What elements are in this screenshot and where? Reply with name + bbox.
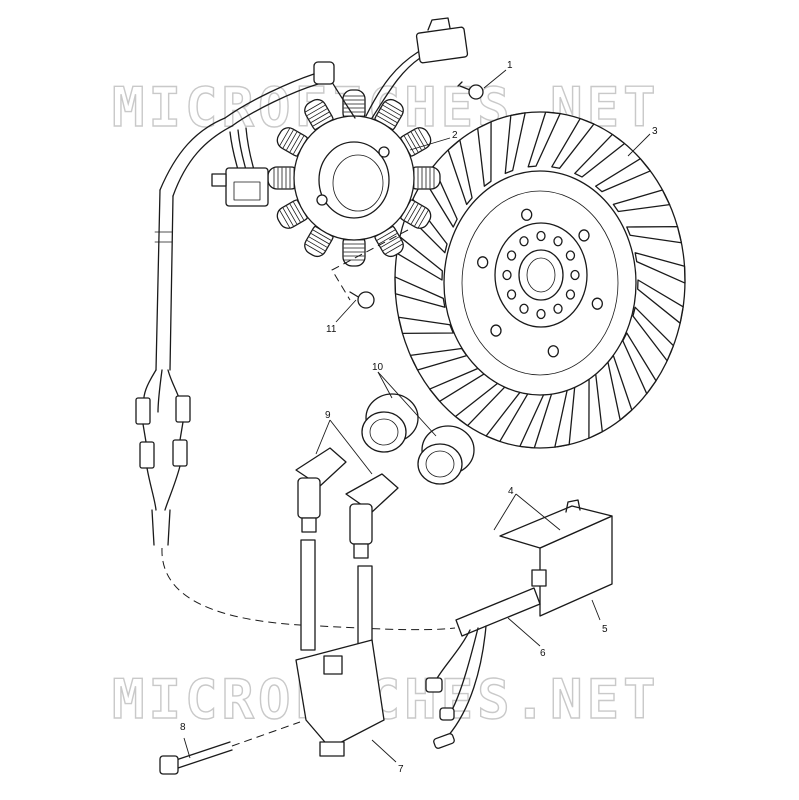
callout-9: 9 (325, 410, 331, 421)
callout-6: 6 (540, 648, 546, 659)
callout-8: 8 (180, 722, 186, 733)
bolt-part-8 (159, 741, 233, 775)
stator-harness (135, 17, 469, 546)
spark-plug-caps-part-9 (295, 447, 399, 559)
stator-part (267, 89, 441, 267)
flywheel-part (394, 111, 686, 449)
screw-part-1 (457, 81, 484, 100)
callout-7: 7 (398, 764, 404, 775)
leader-lines (183, 69, 651, 763)
callout-4: 4 (508, 486, 514, 497)
harness-routing-line (161, 547, 456, 631)
screw-part-11 (349, 291, 375, 309)
grommets-part-10 (361, 393, 475, 485)
callout-2: 2 (452, 130, 458, 141)
stator-bolt-guide (331, 229, 409, 301)
callout-11: 11 (326, 324, 337, 335)
ignition-coil-part-7 (295, 539, 385, 757)
callout-1: 1 (507, 60, 513, 71)
callout-3: 3 (652, 126, 658, 137)
callout-5: 5 (602, 624, 608, 635)
wire-harness-part-6 (425, 587, 541, 749)
callout-10: 10 (372, 362, 384, 373)
watermark-bottom: MICROFICHES.NET (112, 668, 660, 731)
